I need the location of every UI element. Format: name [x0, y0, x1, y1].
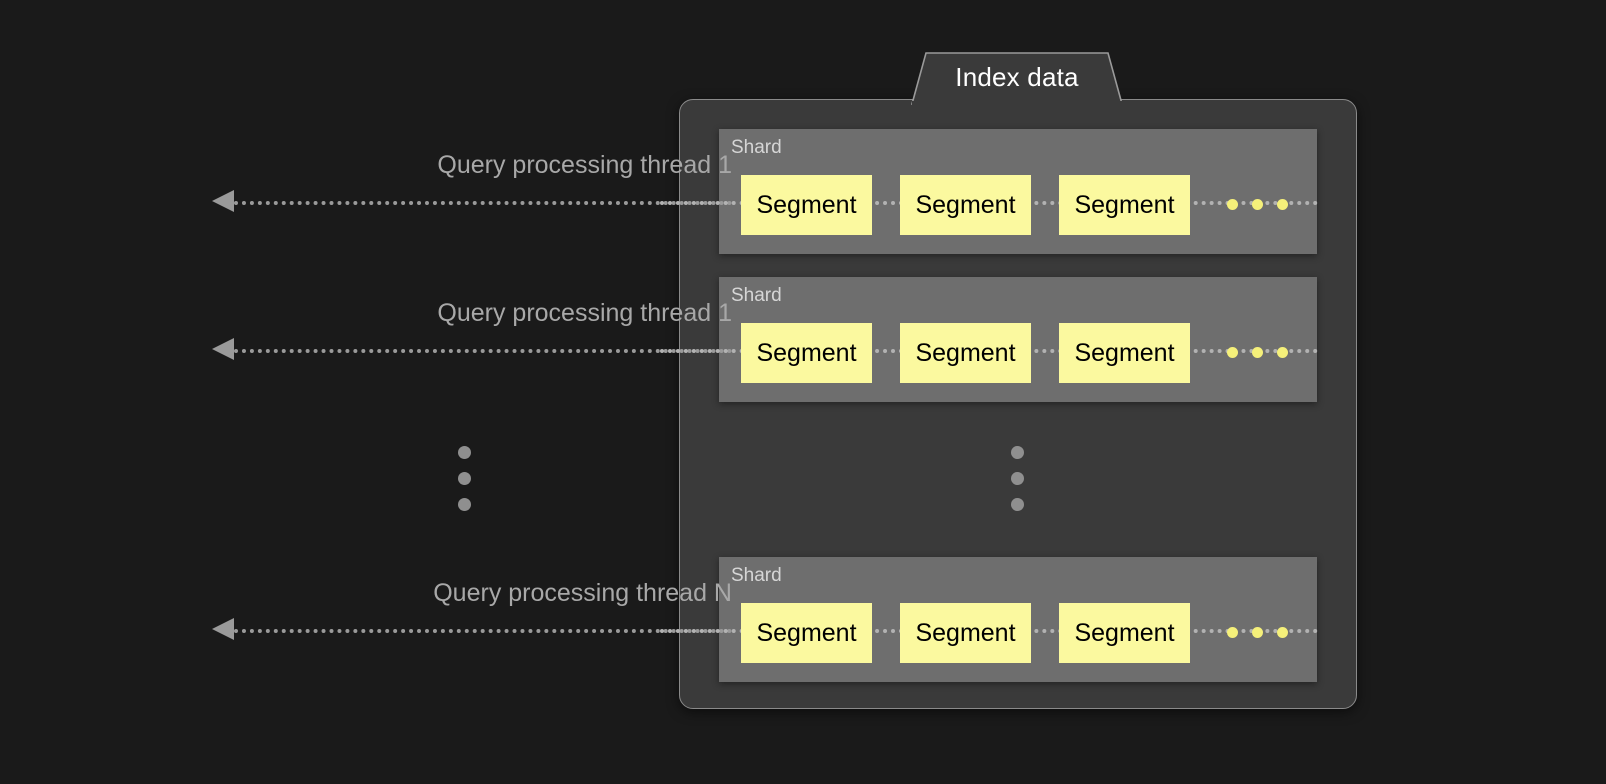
segment-ellipsis-dots: [1227, 347, 1291, 359]
arrow-dotted-line: [234, 349, 732, 353]
arrow-head-icon: [212, 618, 234, 640]
ellipsis-dot: [1011, 446, 1024, 459]
segments-row: Segment Segment Segment: [719, 277, 1317, 402]
segment-ellipsis-dot: [1227, 627, 1238, 638]
arrow-dotted-line: [234, 629, 732, 633]
query-thread-label: Query processing thread N: [433, 579, 732, 607]
segment-ellipsis-dot: [1252, 627, 1263, 638]
segments-row: Segment Segment Segment: [719, 557, 1317, 682]
arrow-dotted-line: [234, 201, 732, 205]
segment-ellipsis-dot: [1277, 627, 1288, 638]
segment-ellipsis-dot: [1277, 199, 1288, 210]
segment-box: Segment: [900, 603, 1031, 663]
segment-ellipsis-dot: [1252, 199, 1263, 210]
ellipsis-dot: [458, 472, 471, 485]
segment-ellipsis-dots: [1227, 199, 1291, 211]
segment-box: Segment: [741, 603, 872, 663]
segment-ellipsis-dots: [1227, 627, 1291, 639]
center-vertical-ellipsis: [1011, 446, 1025, 511]
query-thread-label: Query processing thread 1: [437, 151, 732, 179]
segment-box: Segment: [741, 175, 872, 235]
arrow-head-icon: [212, 338, 234, 360]
shard-box-3: Shard Segment Segment Segment: [719, 557, 1317, 682]
segment-box: Segment: [1059, 603, 1190, 663]
tab-shape-icon: [910, 52, 1124, 105]
segment-ellipsis-dot: [1277, 347, 1288, 358]
shard-label: Shard: [731, 565, 782, 586]
segments-row: Segment Segment Segment: [719, 129, 1317, 254]
ellipsis-dot: [458, 446, 471, 459]
arrow-head-icon: [212, 190, 234, 212]
left-vertical-ellipsis: [458, 446, 472, 511]
ellipsis-dot: [458, 498, 471, 511]
segment-ellipsis-dot: [1227, 199, 1238, 210]
index-data-tab: Index data: [898, 52, 1136, 105]
index-data-tab-label: Index data: [955, 61, 1079, 92]
segment-ellipsis-dot: [1227, 347, 1238, 358]
segment-box: Segment: [741, 323, 872, 383]
shard-box-1: Shard Segment Segment Segment: [719, 129, 1317, 254]
segment-box: Segment: [900, 175, 1031, 235]
ellipsis-dot: [1011, 498, 1024, 511]
segment-box: Segment: [900, 323, 1031, 383]
segment-ellipsis-dot: [1252, 347, 1263, 358]
segment-box: Segment: [1059, 175, 1190, 235]
shard-label: Shard: [731, 285, 782, 306]
shard-box-2: Shard Segment Segment Segment: [719, 277, 1317, 402]
query-thread-label: Query processing thread 1: [437, 299, 732, 327]
shard-label: Shard: [731, 137, 782, 158]
ellipsis-dot: [1011, 472, 1024, 485]
segment-box: Segment: [1059, 323, 1190, 383]
